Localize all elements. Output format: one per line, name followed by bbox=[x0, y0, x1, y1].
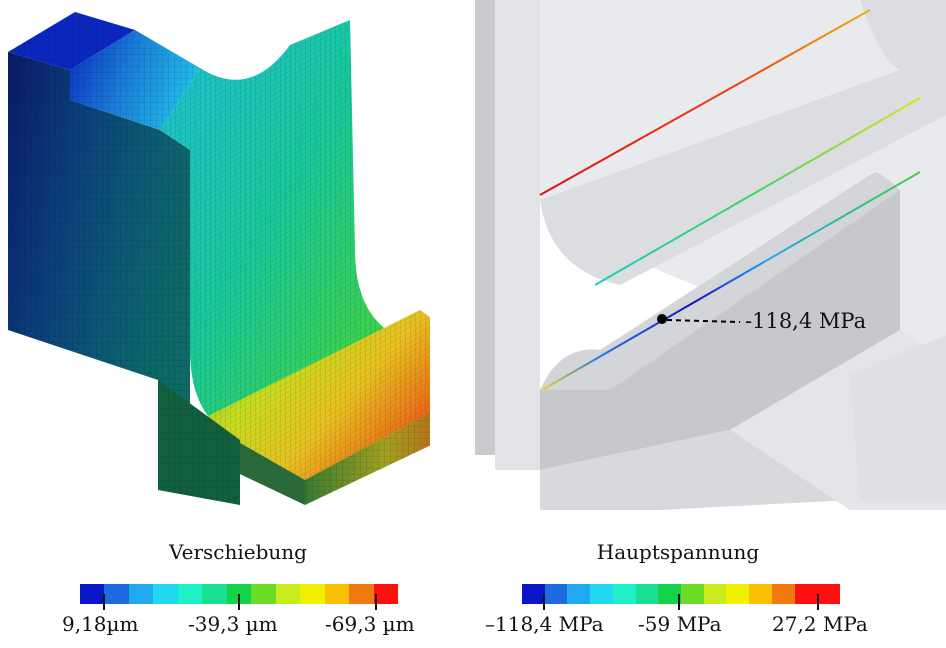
stress-model-view: -118,4 MPa bbox=[430, 0, 946, 510]
stress-tick-label: –118,4 MPa bbox=[485, 612, 604, 636]
stress-tick-mark bbox=[817, 594, 819, 610]
stress-part-render bbox=[430, 0, 946, 510]
min-stress-annotation: -118,4 MPa bbox=[745, 309, 867, 333]
stress-color-swatch bbox=[771, 584, 795, 604]
stress-color-swatch bbox=[590, 584, 613, 604]
displacement-color-swatch bbox=[373, 584, 399, 604]
stress-tick-mark bbox=[543, 594, 545, 610]
displacement-color-swatch bbox=[324, 584, 350, 604]
displacement-colorbar bbox=[80, 584, 399, 604]
stress-color-swatch bbox=[681, 584, 704, 604]
displacement-tick-label: -69,3 µm bbox=[325, 612, 415, 636]
stress-color-swatch bbox=[749, 584, 772, 604]
stress-color-swatch bbox=[635, 584, 659, 604]
stress-color-swatch bbox=[817, 584, 841, 604]
stress-color-swatch bbox=[726, 584, 750, 604]
displacement-color-swatch bbox=[275, 584, 301, 604]
stress-color-swatch bbox=[567, 584, 591, 604]
displacement-tick-label: -39,3 µm bbox=[188, 612, 278, 636]
displacement-color-swatch bbox=[128, 584, 154, 604]
displacement-tick-mark bbox=[375, 594, 377, 610]
displacement-color-swatch bbox=[202, 584, 227, 604]
displacement-color-swatch bbox=[251, 584, 276, 604]
displacement-tick-mark bbox=[238, 594, 240, 610]
stress-color-swatch bbox=[658, 584, 682, 604]
displacement-color-swatch bbox=[300, 584, 325, 604]
stress-color-swatch bbox=[703, 584, 727, 604]
displacement-color-swatch bbox=[80, 584, 105, 604]
stress-color-swatch bbox=[522, 584, 545, 604]
stress-tick-mark bbox=[678, 594, 680, 610]
stress-tick-label: -59 MPa bbox=[638, 612, 722, 636]
displacement-color-swatch bbox=[104, 584, 129, 604]
displacement-tick-mark bbox=[103, 594, 105, 610]
stress-tick-label: 27,2 MPa bbox=[772, 612, 868, 636]
stress-color-swatch bbox=[544, 584, 568, 604]
stress-colorbar bbox=[522, 584, 841, 604]
displacement-color-swatch bbox=[153, 584, 178, 604]
displacement-tick-label: 9,18µm bbox=[62, 612, 139, 636]
stress-color-swatch bbox=[794, 584, 818, 604]
stress-legend-title: Hauptspannung bbox=[596, 540, 760, 564]
displacement-color-swatch bbox=[349, 584, 374, 604]
displacement-legend-title: Verschiebung bbox=[169, 540, 307, 564]
displacement-color-swatch bbox=[177, 584, 203, 604]
stress-color-swatch bbox=[612, 584, 636, 604]
